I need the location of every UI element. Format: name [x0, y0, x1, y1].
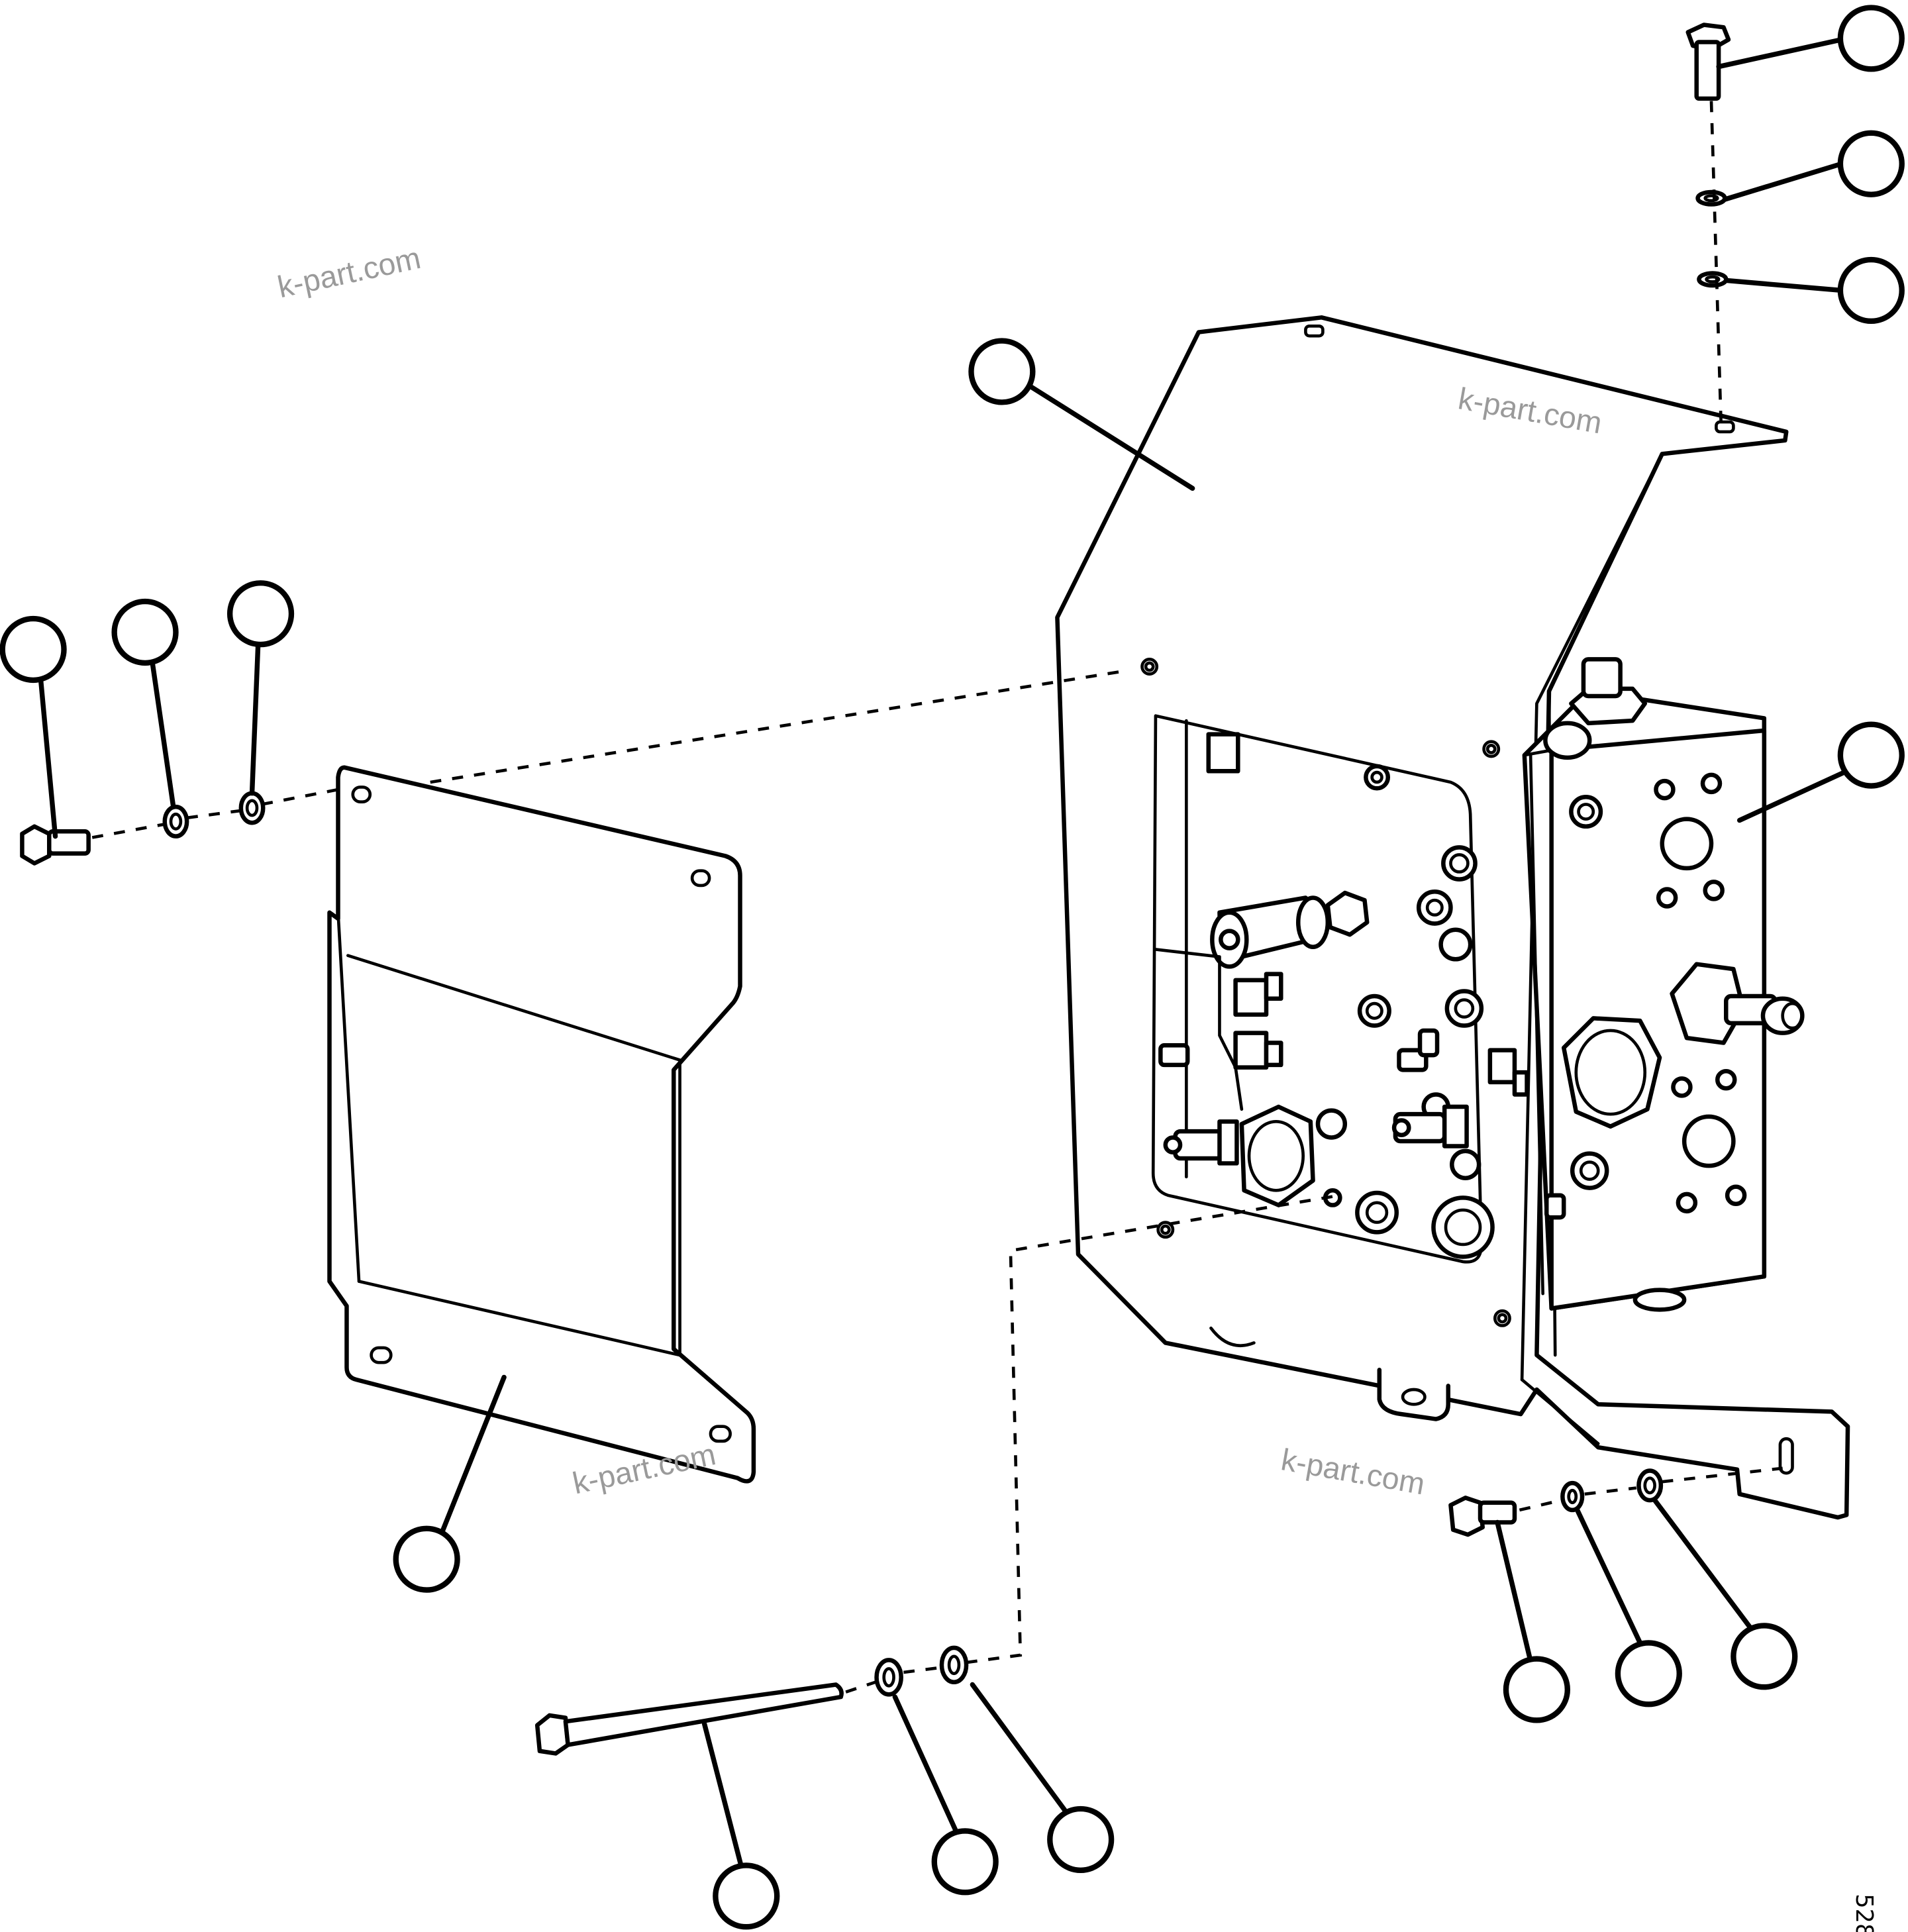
bracket-hole — [1493, 1309, 1511, 1327]
mounting-bracket — [1055, 315, 1850, 1520]
block-port — [1569, 795, 1603, 829]
block-hex-plug — [1561, 1016, 1662, 1129]
callout-left-washer-2 — [226, 580, 295, 648]
valve-cartridge — [1163, 1104, 1469, 1166]
figure-code: 5281 — [1850, 1894, 1878, 1932]
callout-top-washer-2 — [1837, 256, 1905, 325]
callout-valve-block — [1837, 721, 1905, 789]
bracket-hole — [1140, 658, 1159, 676]
callout-bracket — [968, 338, 1036, 405]
watermark: k-part.com — [1279, 1442, 1428, 1501]
long-bolt-assembly — [534, 1645, 969, 1756]
callout-top-washer-1 — [1837, 130, 1905, 197]
callout-right-washer-1 — [1615, 1640, 1682, 1707]
port-plug — [1416, 889, 1453, 926]
watermark: k-part.com — [275, 240, 424, 304]
port-plug — [1355, 1190, 1399, 1235]
callout-long-washer-1 — [931, 1828, 999, 1896]
callout-long-washer-2 — [1047, 1805, 1115, 1873]
bracket-hole — [1482, 740, 1501, 758]
terminal-connector — [1233, 972, 1529, 1097]
solenoid-coil — [1154, 895, 1331, 1111]
top-fitting — [1569, 657, 1647, 726]
port-plug — [1450, 1148, 1481, 1180]
callout-left-washer-1 — [111, 598, 179, 666]
port-plug — [1431, 1195, 1495, 1259]
pressure-fitting — [1670, 962, 1805, 1045]
cover-plate — [327, 765, 756, 1484]
valve-internals — [1154, 719, 1529, 1259]
left-bolt-assembly — [20, 791, 266, 866]
hydraulic-valve-block — [1522, 657, 1805, 1312]
bracket-hole — [1156, 1221, 1175, 1239]
port-plug — [1444, 989, 1484, 1028]
callout-right-washer-2 — [1731, 1623, 1798, 1690]
callout-top-bolt — [1837, 5, 1905, 72]
port-plug — [1441, 845, 1478, 882]
callout-balloons — [0, 5, 1905, 1930]
port-plug — [1438, 927, 1473, 962]
callout-long-bolt — [713, 1862, 780, 1930]
port-plug — [1357, 993, 1391, 1028]
right-bolt-assembly — [1448, 1468, 1664, 1537]
callout-left-bolt — [0, 615, 67, 684]
block-port — [1570, 1151, 1609, 1190]
assembly-lines — [91, 101, 1783, 1694]
callout-right-bolt — [1503, 1656, 1570, 1723]
port-plug — [1364, 764, 1391, 791]
leader-lines — [38, 37, 1847, 1869]
callout-cover-plate — [393, 1525, 460, 1593]
top-bolt-assembly — [1685, 23, 1731, 288]
port-plug — [1315, 1108, 1348, 1140]
